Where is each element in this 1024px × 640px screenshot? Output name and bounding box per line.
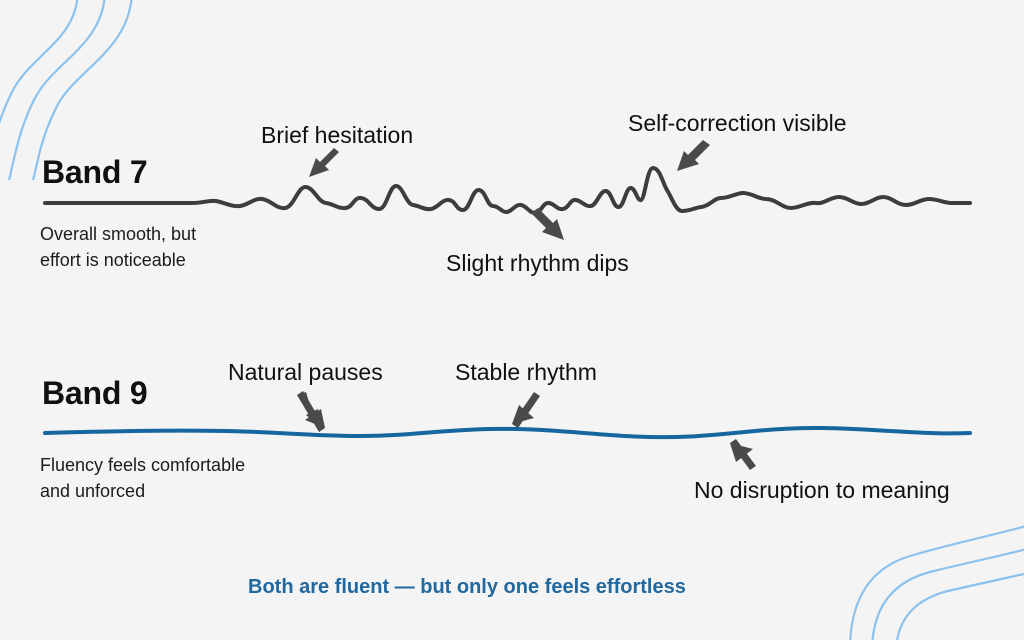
band9-arrow-natural-pauses — [297, 391, 325, 432]
band7-subtitle: Overall smooth, but effort is noticeable — [40, 224, 197, 270]
band7-waveform — [43, 166, 972, 215]
band7-arrow-rhythm-dips — [531, 208, 564, 240]
bottom-caption: Both are fluent — but only one feels eff… — [248, 576, 686, 598]
band7-arrow-self-correction — [677, 140, 710, 171]
decorative-swoosh-bottom-right — [849, 525, 1024, 640]
annotation-no-disruption: No disruption to meaning — [694, 477, 950, 503]
annotation-self-correction: Self-correction visible — [628, 110, 847, 136]
band9-waveform — [43, 425, 972, 440]
band9-title: Band 9 — [42, 375, 148, 411]
decorative-swoosh-top-left — [0, 0, 133, 180]
band9-subtitle: Fluency feels comfortable and unforced — [40, 455, 246, 501]
annotation-rhythm-dips: Slight rhythm dips — [446, 250, 629, 276]
band7-arrow-brief-hesitation — [309, 148, 339, 177]
annotation-brief-hesitation: Brief hesitation — [261, 122, 414, 148]
annotation-stable-rhythm: Stable rhythm — [455, 359, 597, 385]
band9-arrow-no-disruption — [730, 439, 756, 470]
annotation-natural-pauses: Natural pauses — [228, 359, 383, 385]
band7-title: Band 7 — [42, 154, 148, 190]
band9-arrow-stable-rhythm — [512, 392, 540, 428]
